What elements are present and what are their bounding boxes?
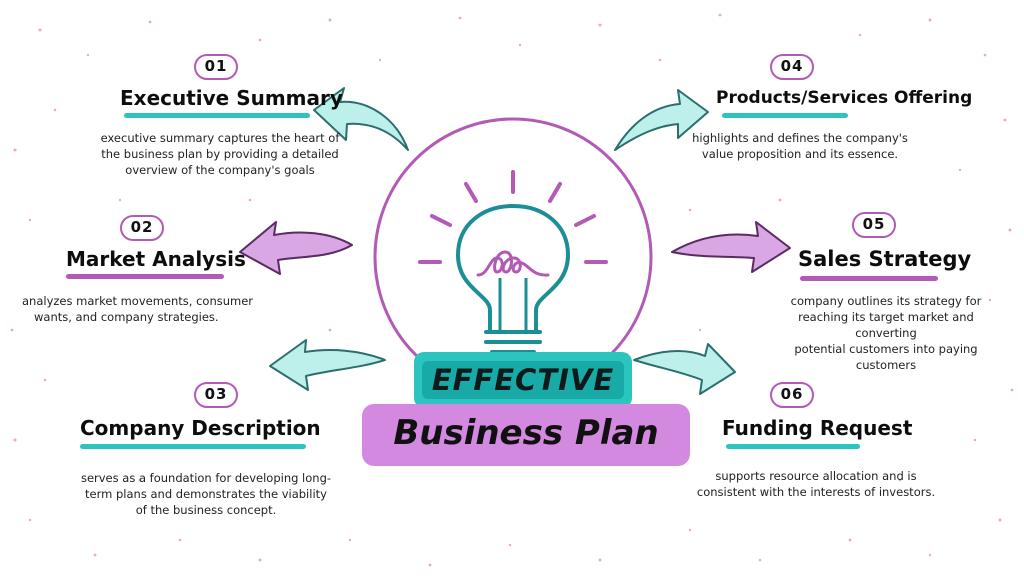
title-underline	[800, 276, 938, 281]
business-plan-label: Business Plan	[393, 413, 659, 453]
title-underline	[726, 444, 860, 449]
arrow-icon-05	[671, 221, 791, 273]
section-description-funding-request: supports resource allocation and is cons…	[696, 469, 936, 499]
section-number-02: 02	[120, 215, 164, 241]
section-number-04: 04	[770, 54, 814, 80]
arrow-icon-01	[313, 87, 409, 151]
section-title-funding-request: Funding Request	[722, 416, 913, 440]
effective-label: EFFECTIVE	[421, 361, 625, 399]
title-underline	[66, 274, 224, 279]
arrow-icon-06	[633, 343, 736, 395]
title-underline	[124, 113, 310, 118]
arrow-icon-03	[269, 339, 386, 391]
section-title-company-description: Company Description	[80, 416, 321, 440]
lightbulb-icon	[456, 204, 570, 354]
section-title-market-analysis: Market Analysis	[66, 247, 246, 271]
section-number-06: 06	[770, 382, 814, 408]
section-title-sales-strategy: Sales Strategy	[798, 247, 972, 271]
section-description-executive-summary: executive summary captures the heart of …	[100, 131, 340, 177]
section-description-market-analysis: analyzes market movements, consumer want…	[22, 294, 254, 324]
section-description-products-services: highlights and defines the company's val…	[692, 131, 908, 161]
section-number-03: 03	[194, 382, 238, 408]
light-rays-icon	[418, 170, 608, 264]
arrow-icon-02	[239, 221, 353, 275]
section-title-executive-summary: Executive Summary	[120, 86, 343, 110]
arrow-icon-04	[614, 89, 709, 151]
bulb-filament-icon	[476, 250, 550, 277]
section-description-sales-strategy: company outlines its strategy for reachi…	[790, 294, 982, 372]
effective-label-badge: EFFECTIVE	[414, 352, 632, 408]
section-description-company-description: serves as a foundation for developing lo…	[80, 471, 332, 517]
section-number-05: 05	[852, 212, 896, 238]
business-plan-label-badge: Business Plan	[362, 404, 690, 466]
section-number-01: 01	[194, 54, 238, 80]
title-underline	[722, 113, 848, 118]
section-title-products-services-offering: Products/Services Offering	[716, 88, 973, 108]
title-underline	[80, 444, 306, 449]
